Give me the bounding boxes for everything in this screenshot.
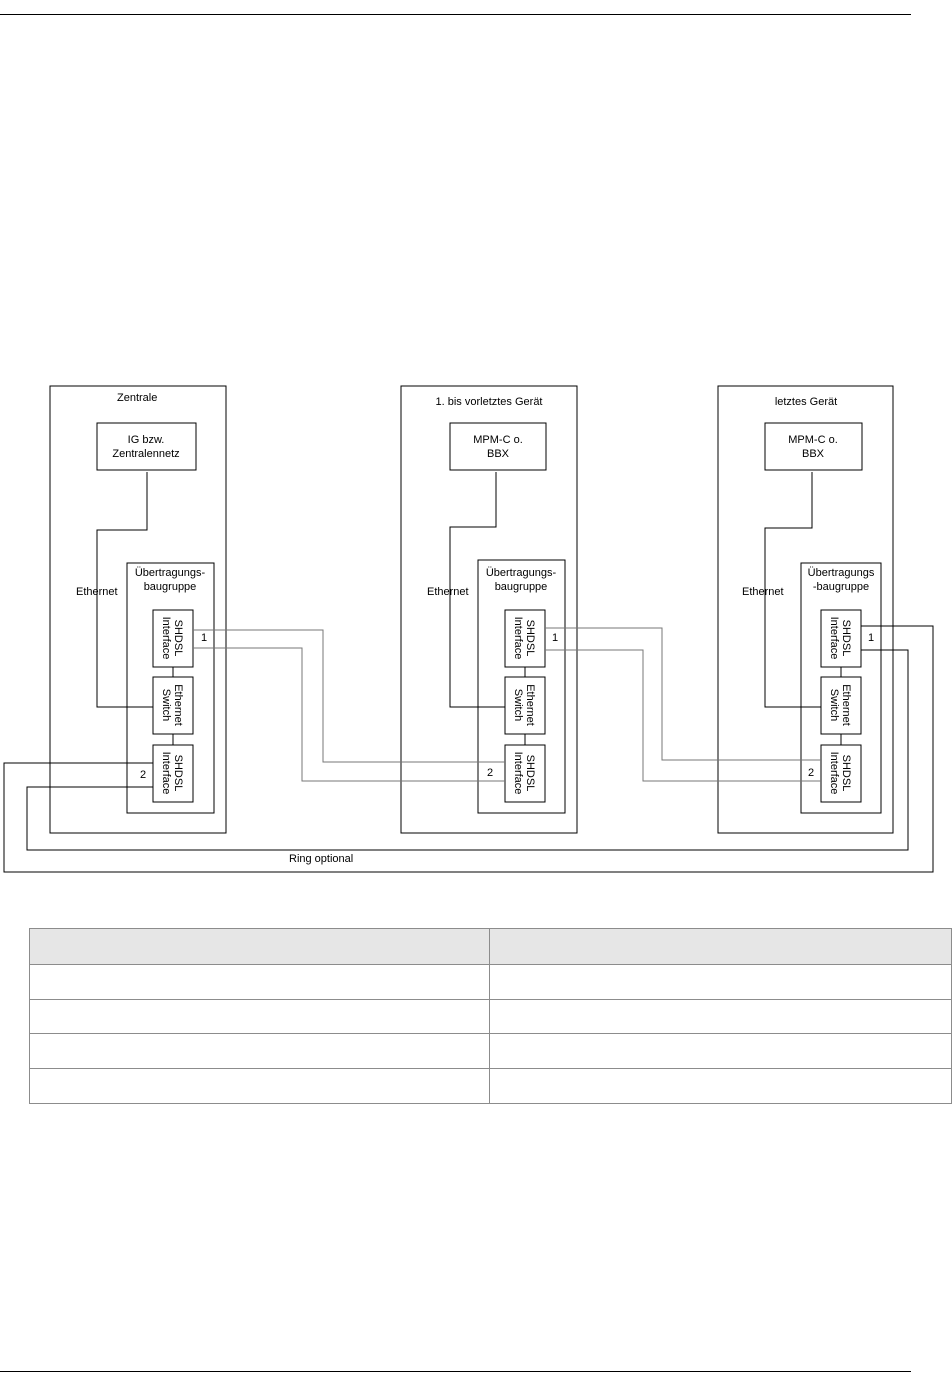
middle-device-line1: MPM-C o. bbox=[473, 434, 523, 446]
last-module-line2: -baugruppe bbox=[813, 581, 869, 593]
table-cell bbox=[489, 1033, 952, 1070]
zentrale-network-line2: Zentralennetz bbox=[112, 448, 179, 460]
last-device-box bbox=[764, 422, 863, 471]
last-shdsl-top-line2: Interface bbox=[828, 617, 840, 660]
zentrale-shdsl-bottom-line2: Interface bbox=[160, 752, 172, 795]
table-row bbox=[29, 998, 952, 1035]
ring-optional-label: Ring optional bbox=[289, 853, 353, 865]
station-last-frame bbox=[717, 385, 894, 834]
middle-module-frame bbox=[477, 559, 566, 814]
station-zentrale-title: Zentrale bbox=[117, 392, 157, 404]
last-switch-line1: Ethernet bbox=[840, 684, 852, 726]
station-last: letztes Gerät MPM-C o. BBX Übertragungs … bbox=[717, 385, 894, 834]
middle-module-line1: Übertragungs- bbox=[486, 567, 557, 579]
table-cell bbox=[29, 998, 490, 1035]
last-port-2: 2 bbox=[808, 767, 814, 779]
station-middle-frame bbox=[400, 385, 578, 834]
ring-line-inner bbox=[26, 649, 909, 851]
last-device-line2: BBX bbox=[802, 448, 825, 460]
data-table bbox=[29, 928, 952, 1104]
footer-rule bbox=[0, 1371, 911, 1372]
table-row bbox=[29, 963, 952, 1000]
zentrale-network-line1: IG bzw. bbox=[128, 434, 165, 446]
middle-port-1: 1 bbox=[552, 632, 558, 644]
table-cell bbox=[29, 1068, 490, 1104]
middle-device-line2: BBX bbox=[487, 448, 510, 460]
middle-shdsl-bottom-line1: SHDSL bbox=[524, 755, 536, 792]
middle-shdsl-top-line2: Interface bbox=[512, 617, 524, 660]
table-row bbox=[29, 1033, 952, 1070]
zentrale-switch-line1: Ethernet bbox=[172, 684, 184, 726]
link-middle-last-b bbox=[545, 649, 821, 782]
zentrale-ethernet-line bbox=[96, 472, 153, 708]
middle-switch-line1: Ethernet bbox=[524, 684, 536, 726]
last-module-line1: Übertragungs bbox=[808, 567, 875, 579]
header-rule bbox=[0, 14, 911, 15]
table-cell bbox=[489, 998, 952, 1035]
last-shdsl-bottom-line2: Interface bbox=[828, 752, 840, 795]
zentrale-shdsl-top-line1: SHDSL bbox=[172, 620, 184, 657]
station-middle-title: 1. bis vorletztes Gerät bbox=[436, 396, 543, 408]
middle-port-2: 2 bbox=[487, 767, 493, 779]
middle-ethernet-label: Ethernet bbox=[427, 586, 469, 598]
table-cell bbox=[489, 963, 952, 1000]
network-diagram: Zentrale IG bzw. Zentralennetz Übertragu… bbox=[3, 385, 934, 873]
zentrale-ethernet-label: Ethernet bbox=[76, 586, 118, 598]
ring-line-outer bbox=[3, 625, 934, 873]
link-zentrale-middle-a bbox=[193, 629, 505, 763]
link-middle-last-a bbox=[545, 627, 821, 761]
middle-module-line2: baugruppe bbox=[495, 581, 548, 593]
zentrale-port-2: 2 bbox=[140, 769, 146, 781]
zentrale-shdsl-top-line2: Interface bbox=[160, 617, 172, 660]
table-header-cell bbox=[489, 928, 952, 965]
last-ethernet-label: Ethernet bbox=[742, 586, 784, 598]
middle-ethernet-line bbox=[449, 472, 505, 708]
zentrale-module-line1: Übertragungs- bbox=[135, 567, 206, 579]
zentrale-switch-line2: Switch bbox=[160, 689, 172, 721]
table-row bbox=[29, 1068, 952, 1104]
last-port-1: 1 bbox=[868, 632, 874, 644]
table-cell bbox=[29, 1033, 490, 1070]
station-middle: 1. bis vorletztes Gerät MPM-C o. BBX Übe… bbox=[400, 385, 578, 834]
last-module-frame bbox=[800, 562, 882, 814]
table-header-row bbox=[29, 928, 952, 965]
middle-switch-line2: Switch bbox=[512, 689, 524, 721]
middle-device-box bbox=[449, 422, 547, 471]
zentrale-module-frame bbox=[126, 562, 215, 814]
table-cell bbox=[489, 1068, 952, 1104]
station-zentrale: Zentrale IG bzw. Zentralennetz Übertragu… bbox=[49, 385, 227, 834]
link-zentrale-middle-b bbox=[193, 647, 505, 782]
zentrale-network-box bbox=[96, 422, 197, 471]
station-last-title: letztes Gerät bbox=[775, 396, 837, 408]
last-device-line1: MPM-C o. bbox=[788, 434, 838, 446]
middle-shdsl-top-line1: SHDSL bbox=[524, 620, 536, 657]
zentrale-module-line2: baugruppe bbox=[144, 581, 197, 593]
last-shdsl-bottom-line1: SHDSL bbox=[840, 755, 852, 792]
last-switch-line2: Switch bbox=[828, 689, 840, 721]
last-ethernet-line bbox=[764, 472, 821, 708]
zentrale-port-1: 1 bbox=[201, 632, 207, 644]
station-zentrale-frame bbox=[49, 385, 227, 834]
last-shdsl-top-line1: SHDSL bbox=[840, 620, 852, 657]
table-cell bbox=[29, 963, 490, 1000]
middle-shdsl-bottom-line2: Interface bbox=[512, 752, 524, 795]
zentrale-shdsl-bottom-line1: SHDSL bbox=[172, 755, 184, 792]
table-header-cell bbox=[29, 928, 490, 965]
